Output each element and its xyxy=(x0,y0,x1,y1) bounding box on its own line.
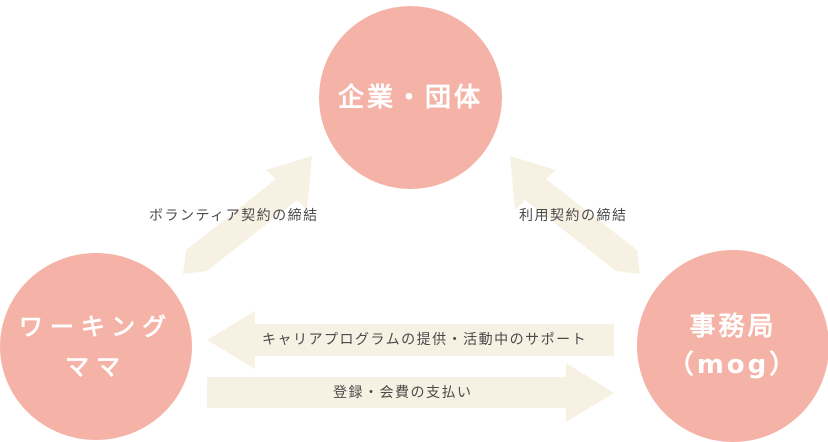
node-company: 企業・団体 xyxy=(319,6,502,189)
label-usage-contract: 利用契約の締結 xyxy=(519,208,628,224)
arrow-to-office xyxy=(207,363,614,422)
arrow-to-mothers xyxy=(207,311,614,369)
node-office-title-line1: 事務局 xyxy=(689,312,777,342)
label-career-program-support: キャリアプログラムの提供・活動中のサポート xyxy=(262,332,588,348)
node-company-title: 企業・団体 xyxy=(337,82,483,113)
node-office-title-line2: （mog） xyxy=(667,350,799,380)
double-arrow-left-diagonal-body xyxy=(183,156,312,274)
node-working-mothers-title-line2: ママ xyxy=(65,352,127,381)
node-working-mothers-title-line1: ワーキング xyxy=(18,312,174,341)
label-registration-fee-payment: 登録・会費の支払い xyxy=(333,385,473,401)
node-office: 事務局 （mog） xyxy=(637,250,828,442)
double-arrow-right-diagonal xyxy=(510,156,640,274)
node-working-mothers: ワーキング ママ xyxy=(0,253,192,440)
label-volunteer-contract: ボランティア契約の締結 xyxy=(149,208,319,224)
